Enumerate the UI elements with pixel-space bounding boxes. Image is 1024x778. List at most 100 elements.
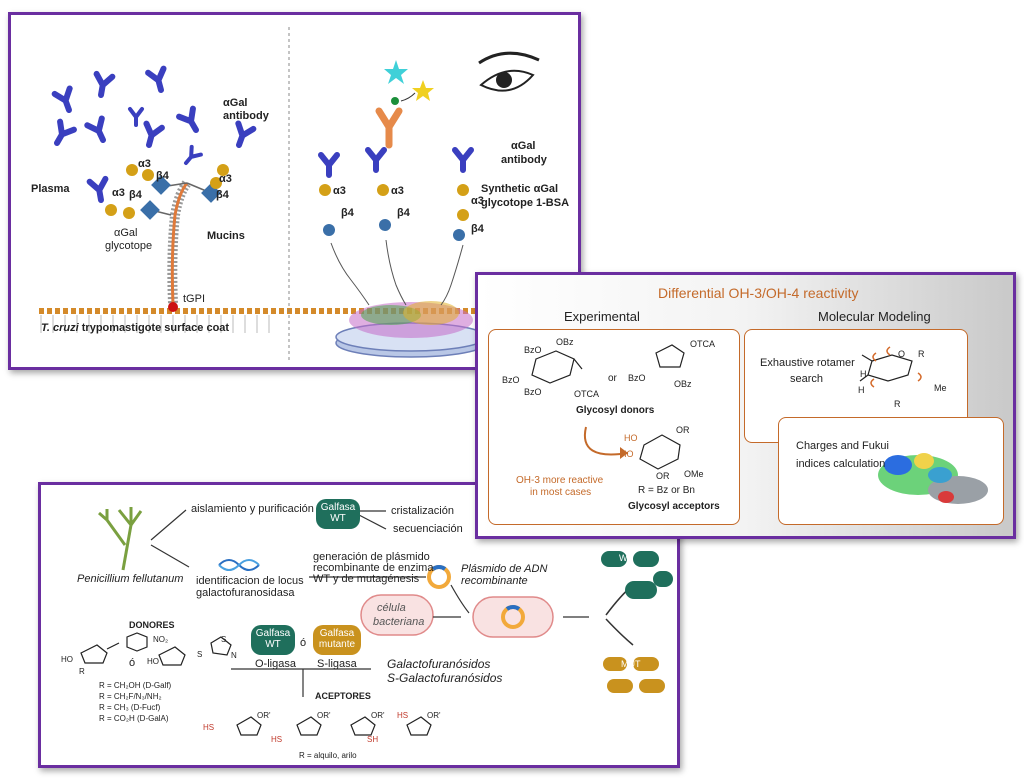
- galfasa-drawing: [80, 507, 673, 736]
- beta4-label: β4: [156, 170, 169, 182]
- or-separator: ó: [129, 657, 136, 669]
- experimental-box: [488, 329, 740, 525]
- membrane: [39, 308, 479, 333]
- synthetic-glycotope-label: glycotope 1-BSA: [481, 197, 570, 209]
- beta4-label: β4: [129, 189, 142, 201]
- agal-antibody-label: αGal: [223, 97, 248, 109]
- product-label: Galactofuranósidos: [387, 657, 491, 671]
- cell-label: célula: [377, 602, 406, 614]
- glycan-branch: [105, 164, 229, 220]
- glycotope-panel: Plasma αGal antibody α3 β4 α3 β4 α3 β4 α…: [8, 12, 581, 370]
- chem-or-prime: OR': [427, 711, 441, 720]
- mucin-stalk: [167, 179, 192, 312]
- penicillium-icon: [98, 507, 143, 571]
- bacterium-cell: [360, 594, 434, 636]
- alpha3-label: α3: [219, 173, 232, 185]
- panel-title: Differential OH-3/OH-4 reactivity: [658, 285, 859, 301]
- chem-ho: HO: [147, 657, 159, 666]
- plasmid-label: Plásmido de ADN: [461, 563, 548, 575]
- reactivity-arrow: [583, 426, 629, 456]
- r-group-line: R = CH₂OH (D-Galf): [99, 681, 172, 690]
- glycotope-label: glycotope: [105, 240, 153, 252]
- mut-badge: MUT: [621, 659, 641, 669]
- chem-ho: HO: [61, 655, 73, 664]
- agal-antibody-label: antibody: [223, 110, 269, 122]
- linker-chains: [330, 239, 464, 306]
- chem-ome: OMe: [684, 469, 704, 479]
- chem-sh: SH: [367, 735, 379, 744]
- wt-badge: WT: [619, 553, 633, 563]
- donor-structures: [80, 632, 232, 666]
- mut-cells: [603, 657, 665, 693]
- agal-antibody-label: αGal: [511, 140, 536, 152]
- rotamer-chair: [859, 354, 913, 382]
- organism-label: Penicillium fellutanum: [77, 573, 184, 585]
- sequencing-label: secuenciación: [393, 523, 463, 535]
- rotamer-label: Exhaustive rotamer: [760, 357, 855, 369]
- chem-or-prime: OR': [371, 711, 385, 720]
- donor-furanose: [655, 344, 685, 368]
- chem-me: Me: [934, 383, 947, 393]
- alpha3-label: α3: [391, 185, 404, 197]
- experimental-heading: Experimental: [564, 309, 640, 324]
- oh3-note: in most cases: [530, 487, 592, 498]
- wt-cells: [601, 551, 673, 599]
- glycotope-drawing: [39, 27, 540, 360]
- chem-n: N: [231, 651, 237, 660]
- rotamer-label: search: [790, 373, 824, 385]
- surface-coat-label: T. cruzi trypomastigote surface coat: [41, 322, 230, 334]
- chem-or: OR: [656, 471, 670, 481]
- plasma-label: Plasma: [31, 183, 70, 195]
- chem-otca: OTCA: [690, 339, 716, 349]
- chem-s: S: [221, 635, 227, 644]
- reactivity-panel: Differential OH-3/OH-4 reactivity Experi…: [475, 272, 1016, 539]
- tgpi-label: tGPI: [183, 293, 206, 305]
- isolation-label: aislamiento y purificación: [191, 503, 314, 515]
- cell-label: bacteriana: [373, 616, 425, 628]
- alpha3-label: α3: [471, 195, 484, 207]
- or-separator: or: [608, 373, 617, 384]
- plasmid-generation-label: generación de plásmido: [313, 551, 430, 563]
- donores-heading: DONORES: [129, 620, 175, 630]
- chem-bzo: BzO: [524, 387, 542, 397]
- chem-r: R: [894, 399, 901, 409]
- glycotope-label: αGal: [114, 227, 138, 239]
- chem-ho: HO: [624, 433, 638, 443]
- acceptors-label: Glycosyl acceptors: [628, 501, 720, 512]
- bsa-plate: [335, 301, 487, 358]
- chem-hs: HS: [203, 723, 215, 732]
- chem-s: S: [197, 650, 203, 659]
- plasmid-generation-label: WT y de mutagénesis: [313, 573, 420, 585]
- secondary-antibody: [375, 107, 403, 149]
- locus-label: identificacion de locus: [196, 575, 304, 587]
- chem-obz: OBz: [556, 337, 574, 347]
- chem-r: R: [918, 349, 925, 359]
- plasmid-generation-label: recombinante de enzima: [313, 562, 434, 574]
- fukui-surface: [878, 453, 988, 504]
- chem-obz: OBz: [674, 379, 692, 389]
- chem-or: OR: [676, 425, 690, 435]
- chem-bzo: BzO: [502, 375, 520, 385]
- donor-pyranose: [531, 350, 583, 384]
- chem-o: O: [898, 349, 906, 359]
- chem-no2: NO₂: [153, 635, 169, 644]
- dna-icon: [218, 559, 260, 571]
- chem-hs: HS: [271, 735, 283, 744]
- agal-antibody-label: antibody: [501, 154, 547, 166]
- eye-icon: [478, 51, 540, 92]
- beta4-label: β4: [341, 207, 354, 219]
- chem-or-prime: OR': [317, 711, 331, 720]
- r-alkyl-label: R = alquilo, arilo: [299, 751, 357, 760]
- acceptor-pyranose: [639, 434, 681, 470]
- crystallization-label: cristalización: [391, 505, 454, 517]
- chem-h: H: [858, 385, 865, 395]
- beta4-label: β4: [471, 223, 484, 235]
- chem-bzo: BzO: [628, 373, 646, 383]
- fukui-label: Charges and Fukui: [796, 440, 889, 452]
- o-ligase-label: O-ligasa: [255, 658, 296, 670]
- beta4-label: β4: [397, 207, 410, 219]
- plasmid-label: recombinante: [461, 575, 528, 587]
- transformed-cell: [472, 596, 554, 638]
- chem-ho: HO: [620, 449, 634, 459]
